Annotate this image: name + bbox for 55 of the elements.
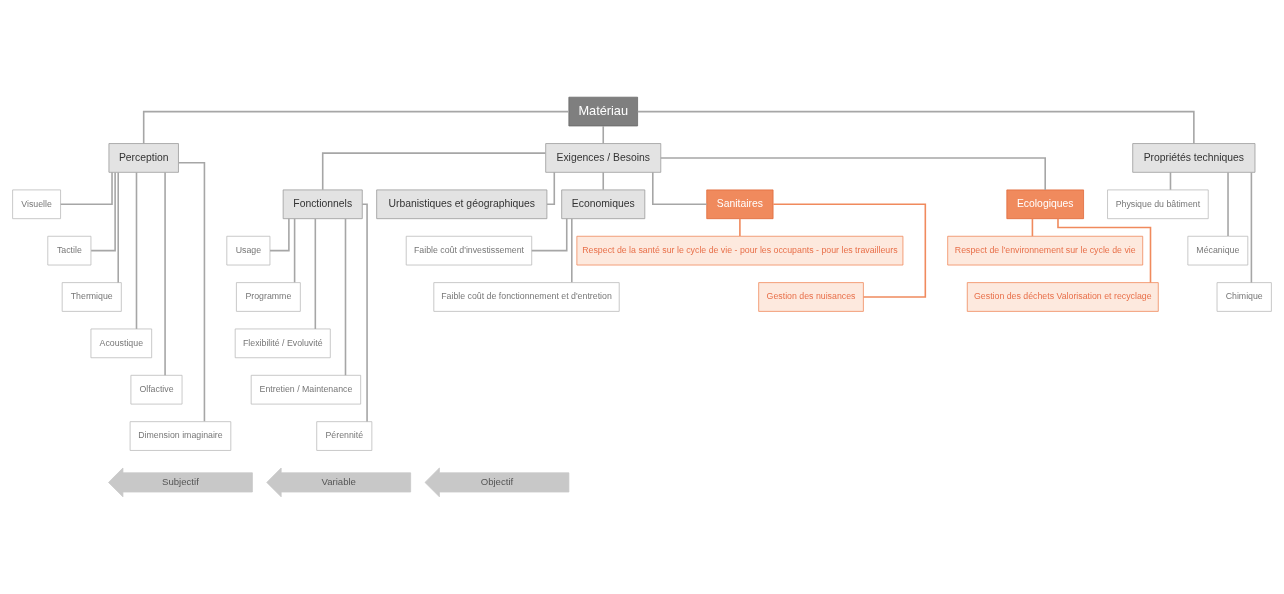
connector bbox=[321, 152, 547, 191]
node-box: Flexibilité / Evoluvité bbox=[234, 328, 331, 359]
node-box: Tactile bbox=[47, 235, 92, 266]
node-box: Chimique bbox=[1216, 282, 1272, 312]
node-box: Gestion des déchets Valorisation et recyclage bbox=[966, 282, 1159, 312]
connector bbox=[361, 203, 368, 423]
node-box: Visuelle bbox=[12, 189, 61, 220]
connector bbox=[314, 218, 317, 330]
node-box: Gestion des nuisances bbox=[758, 282, 864, 312]
node-box: Entretien / Maintenance bbox=[250, 374, 362, 405]
node-box: Faible coût d'investissement bbox=[405, 235, 533, 266]
node-box: Respect de la santé sur le cycle de vie - pour les occupants - pour les travailleurs bbox=[576, 235, 904, 266]
connector bbox=[117, 171, 119, 284]
connector bbox=[1057, 218, 1152, 284]
node-box: Pérennité bbox=[316, 421, 373, 451]
node-box: Propriétés techniques bbox=[1132, 143, 1256, 173]
node-box: Matériau bbox=[568, 96, 638, 127]
connector bbox=[177, 161, 206, 423]
node-box: Exigences / Besoins bbox=[545, 143, 662, 173]
node-box: Acoustique bbox=[90, 328, 153, 359]
connector bbox=[269, 217, 290, 252]
node-box: Sanitaires bbox=[706, 189, 774, 220]
connector bbox=[571, 217, 573, 284]
connector bbox=[164, 171, 166, 377]
node-box: Thermique bbox=[61, 282, 122, 312]
connector bbox=[293, 217, 296, 284]
node-box: Usage bbox=[226, 235, 271, 266]
connector bbox=[1250, 171, 1253, 284]
connector bbox=[652, 171, 708, 206]
connector bbox=[660, 157, 1046, 191]
connector bbox=[530, 217, 568, 252]
connector bbox=[772, 203, 927, 298]
connector bbox=[1227, 171, 1229, 237]
node-box: Dimension imaginaire bbox=[129, 421, 232, 451]
connector bbox=[344, 218, 347, 377]
connector bbox=[90, 171, 116, 252]
connector bbox=[739, 217, 741, 237]
node-box: Economiques bbox=[561, 189, 646, 220]
node-box: Olfactive bbox=[130, 374, 183, 405]
node-box: Faible coût de fonctionnement et d'entretion bbox=[433, 282, 620, 312]
node-box: Perception bbox=[108, 143, 179, 173]
node-box: Physique du bâtiment bbox=[1107, 189, 1209, 220]
connector bbox=[636, 110, 1195, 145]
node-box: Ecologiques bbox=[1006, 189, 1084, 220]
node-box: Mécanique bbox=[1187, 235, 1249, 266]
connector bbox=[142, 110, 570, 145]
node-box: Fonctionnels bbox=[282, 189, 363, 220]
node-box: Urbanistiques et géographiques bbox=[376, 189, 548, 220]
connector bbox=[602, 171, 605, 191]
node-box: Programme bbox=[236, 282, 301, 312]
connector bbox=[602, 125, 605, 145]
connector bbox=[59, 171, 113, 206]
connector bbox=[135, 171, 138, 330]
connector bbox=[546, 171, 556, 206]
node-box: Respect de l'environnement sur le cycle de vie bbox=[947, 235, 1144, 266]
